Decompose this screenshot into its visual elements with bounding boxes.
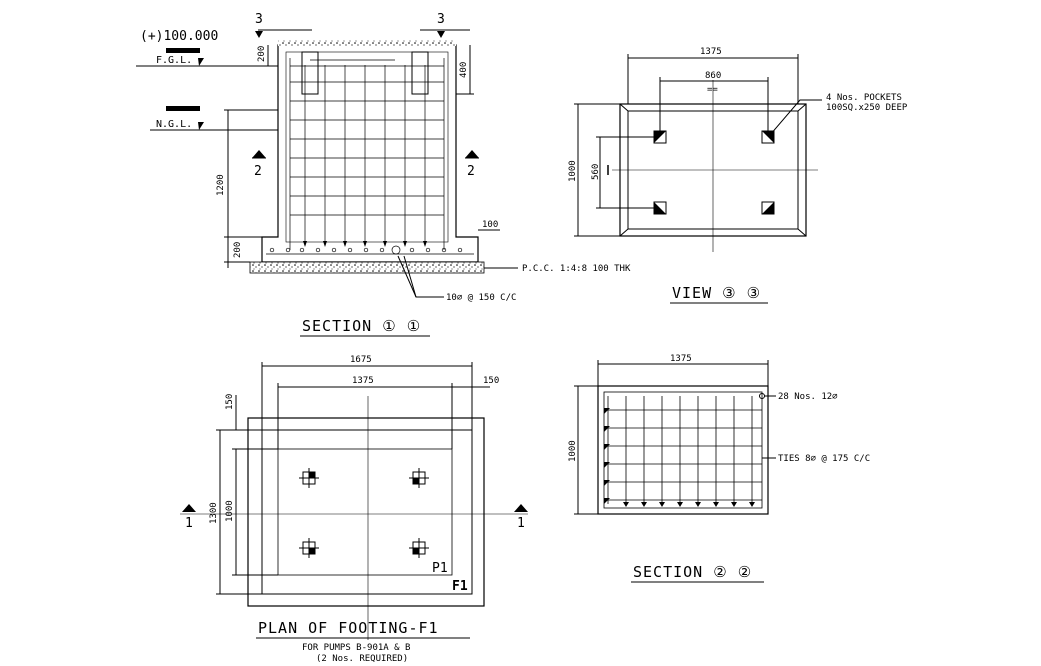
section-2-2: 1375 1000 28 Nos. 12∅ TIES 8∅ @ 175 C/C … — [568, 354, 870, 583]
plan-footing-f1: 1675 1375 150 1300 1000 150 1 1 P1 F1 PL… — [180, 355, 528, 664]
view-3-3-title: VIEW ③ ③ — [672, 284, 761, 302]
view-dim-width: 1375 — [700, 47, 722, 57]
dim-step: 100 — [482, 220, 498, 230]
plan-subtitle-1: FOR PUMPS B-901A & B — [302, 643, 410, 653]
plan-dim-inner-width: 1375 — [352, 376, 374, 386]
tag-f1: F1 — [452, 579, 468, 594]
cut-marker-2-left: 2 — [254, 164, 262, 179]
cut-marker-3-left: 3 — [255, 12, 263, 27]
view-equal-mark: == — [707, 85, 718, 95]
dim-base: 200 — [233, 242, 243, 258]
pocket-note-line-1: 4 Nos. POCKETS — [826, 93, 902, 103]
plan-dim-edge-vertical: 150 — [225, 394, 235, 410]
level-text: (+)100.000 — [140, 29, 218, 44]
plan-dim-outer-width: 1675 — [350, 355, 372, 365]
view-dim-spacing: 560 — [591, 164, 601, 180]
view-dim-inner: 860 — [705, 71, 721, 81]
pocket-note-line-2: 100SQ.x250 DEEP — [826, 103, 908, 113]
fgl-label: F.G.L. — [156, 55, 192, 66]
section-2-dim-width: 1375 — [670, 354, 692, 364]
view-3-3: 1375 860 == 1000 560 4 Nos. POCKETS 100S… — [568, 47, 908, 304]
ngl-label: N.G.L. — [156, 119, 192, 130]
cut-marker-3-right: 3 — [437, 12, 445, 27]
ties-note: TIES 8∅ @ 175 C/C — [778, 454, 870, 464]
section-1-1-title: SECTION ① ① — [302, 317, 421, 335]
dim-height: 1200 — [216, 174, 226, 196]
cut-marker-2-right: 2 — [467, 164, 475, 179]
tag-p1: P1 — [432, 561, 448, 576]
cut-marker-1-left: 1 — [185, 516, 193, 531]
plan-dim-outer-height: 1300 — [209, 502, 219, 524]
plan-title: PLAN OF FOOTING-F1 — [258, 619, 439, 637]
plan-dim-edge: 150 — [483, 376, 499, 386]
view-dim-height: 1000 — [568, 160, 578, 182]
bars-note: 28 Nos. 12∅ — [778, 392, 838, 402]
bar-note: 10∅ @ 150 C/C — [446, 293, 516, 303]
section-2-2-title: SECTION ② ② — [633, 563, 752, 581]
section-1-1: (+)100.000 F.G.L. N.G.L. 3 3 2 2 — [136, 12, 631, 337]
plan-subtitle-2: (2 Nos. REQUIRED) — [316, 654, 408, 664]
section-2-dim-height: 1000 — [568, 440, 578, 462]
pcc-note: P.C.C. 1:4:8 100 THK — [522, 264, 631, 274]
cut-marker-1-right: 1 — [517, 516, 525, 531]
dim-pocket: 400 — [459, 62, 469, 78]
dim-top: 200 — [257, 46, 267, 62]
plan-dim-inner-height: 1000 — [225, 500, 235, 522]
